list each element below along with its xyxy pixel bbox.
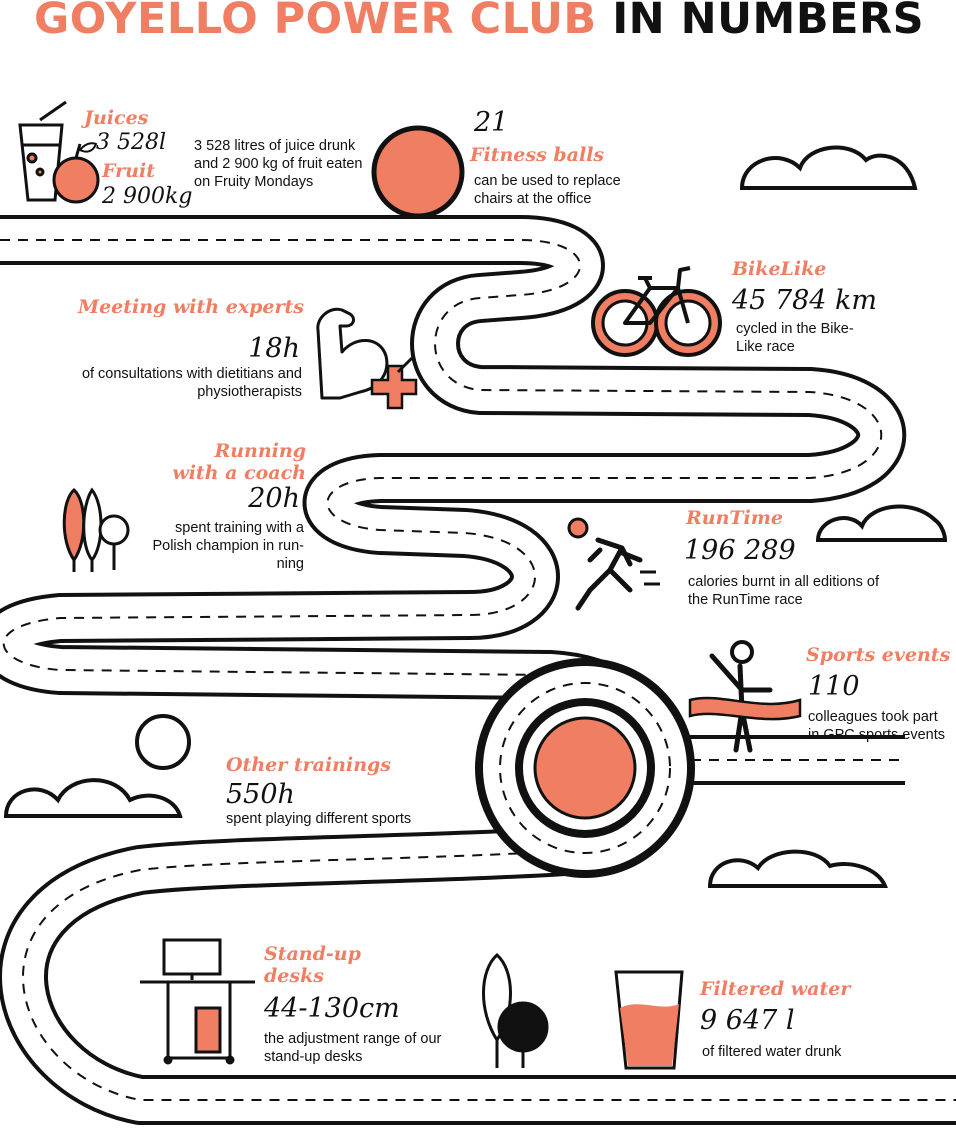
juice-glass-icon: [18, 100, 67, 202]
sports-events-label: Sports events: [806, 644, 951, 666]
roundabout: [475, 658, 695, 878]
filtered-water-value: 9 647 l: [700, 1005, 795, 1036]
other-trainings-value: 550h: [226, 779, 295, 810]
standup-desks-value: 44-130cm: [264, 993, 400, 1024]
sports-events-description: colleagues took part in GPC sports event…: [808, 709, 945, 743]
sports-events-value: 110: [808, 671, 860, 702]
other-trainings-description: spent playing different sports: [226, 811, 412, 827]
cloud-icon: [815, 504, 948, 542]
cloud-icon: [739, 145, 918, 190]
medical-cross-icon: [370, 356, 418, 410]
fitness-balls-value: 21: [474, 107, 509, 138]
title-part1: GOYELLO POWER CLUB: [34, 0, 597, 44]
bikelike-label: BikeLike: [732, 258, 827, 280]
bikelike-value: 45 784 km: [732, 285, 878, 316]
meeting-experts-label: Meeting with experts: [78, 296, 304, 318]
runtime-label: RunTime: [686, 507, 783, 529]
standup-desks-label-line2: desks: [264, 965, 324, 987]
filtered-water-description: of filtered water drunk: [702, 1044, 842, 1060]
tree-icon: [62, 487, 130, 572]
bicycle-icon: [591, 266, 722, 357]
apple-icon: [52, 142, 100, 204]
juices-value: 3 528l: [96, 130, 167, 155]
running-coach-description: spent training with a Polish champion in…: [152, 520, 304, 572]
runner-icon: [567, 517, 660, 611]
computer-desk-icon: [140, 938, 255, 1065]
runtime-value: 196 289: [684, 535, 796, 566]
meeting-experts-description: of consultations with dietitians and phy…: [81, 366, 302, 400]
meeting-experts-value: 18h: [248, 333, 300, 364]
water-glass-icon: [614, 970, 684, 1070]
filtered-water-label: Filtered water: [700, 978, 851, 1000]
fruit-value: 2 900kg: [102, 184, 193, 209]
fruit-description: 3 528 litres of juice drunk and 2 900 kg…: [194, 138, 363, 190]
cloud-icon: [3, 778, 183, 818]
runtime-description: calories burnt in all editions of the Ru…: [688, 574, 880, 608]
running-coach-label-line1: Running: [214, 440, 306, 462]
cloud-icon: [707, 849, 888, 888]
standup-desks-label-line1: Stand-up: [264, 943, 361, 965]
juices-label: Juices: [84, 107, 149, 129]
running-coach-label-line2: with a coach: [172, 462, 306, 484]
standup-desks-description: the adjustment range of our stand-up des…: [264, 1031, 442, 1065]
title-part2: IN NUMBERS: [612, 0, 925, 44]
fitness-ball-icon: [371, 125, 465, 219]
finish-line-icon: [688, 640, 802, 753]
running-coach-value: 20h: [248, 483, 300, 514]
page-title: GOYELLO POWER CLUB IN NUMBERS: [34, 0, 924, 44]
fruit-label: Fruit: [102, 160, 155, 182]
sun-icon: [135, 714, 191, 770]
muscle-arm-icon: [316, 307, 389, 400]
fitness-balls-description: can be used to replace chairs at the off…: [474, 173, 621, 207]
other-trainings-label: Other trainings: [226, 754, 391, 776]
tree-icon: [482, 952, 549, 1068]
fitness-balls-label: Fitness balls: [470, 144, 605, 166]
bikelike-description: cycled in the Bike-Like race: [736, 321, 854, 355]
